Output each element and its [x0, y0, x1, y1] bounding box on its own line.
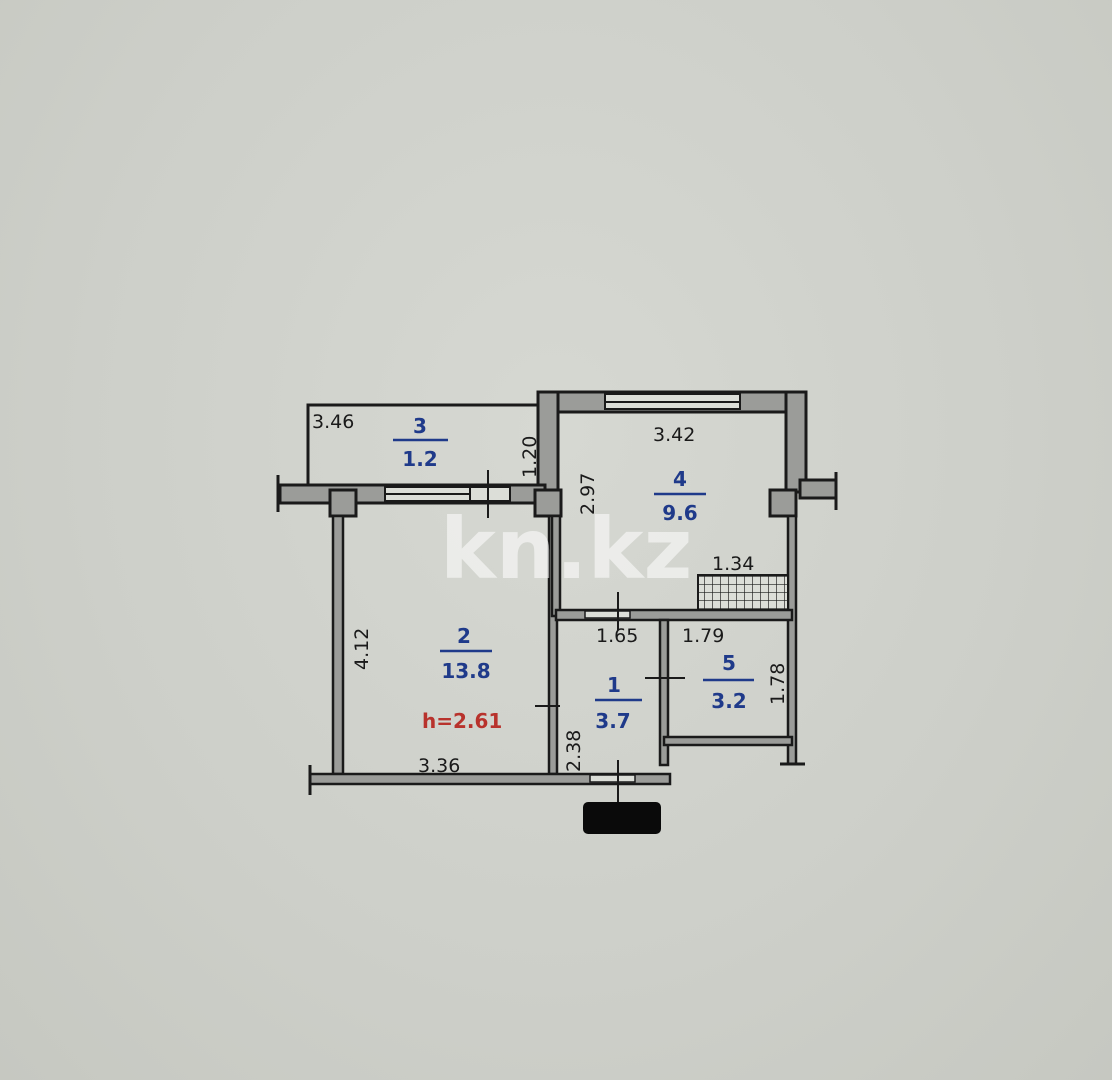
- svg-text:1: 1: [607, 673, 621, 697]
- dim-kitchen-depth: 2.97: [577, 473, 599, 515]
- watermark: kn.kz: [440, 500, 692, 598]
- dim-balcony-depth: 1.20: [519, 436, 541, 478]
- kitchen-inner-walls: [550, 514, 798, 766]
- dim-kitchen-width: 3.42: [653, 424, 695, 446]
- balcony: [306, 403, 540, 490]
- room-label-3: 3 1.2: [393, 414, 448, 471]
- room-label-2: 2 13.8: [440, 624, 492, 683]
- svg-text:13.8: 13.8: [441, 659, 490, 683]
- dim-hall-depth: 2.38: [563, 730, 585, 772]
- dim-balcony-width: 3.46: [312, 411, 354, 433]
- dim-living-width: 3.36: [418, 755, 460, 777]
- svg-text:3: 3: [413, 414, 427, 438]
- redaction-block: [583, 802, 661, 834]
- room-label-5: 5 3.2: [703, 651, 754, 713]
- dim-bath-depth: 1.78: [767, 663, 789, 705]
- kitchen-counter: [697, 574, 789, 611]
- dim-kitchen-counter: 1.34: [712, 553, 754, 575]
- columns: [328, 488, 798, 518]
- svg-text:3.2: 3.2: [711, 689, 746, 713]
- svg-text:9.6: 9.6: [662, 501, 697, 525]
- dim-hall-width: 1.65: [596, 625, 638, 647]
- room-label-1: 1 3.7: [595, 673, 642, 733]
- svg-text:1.2: 1.2: [402, 447, 437, 471]
- svg-text:4: 4: [673, 467, 687, 491]
- hall-bath-walls: [589, 618, 805, 805]
- dim-bath-width: 1.79: [682, 625, 724, 647]
- ceiling-height: h=2.61: [422, 709, 502, 733]
- svg-text:5: 5: [722, 651, 736, 675]
- room-label-4: 4 9.6: [654, 467, 706, 525]
- dim-living-depth: 4.12: [351, 628, 373, 670]
- svg-text:3.7: 3.7: [595, 709, 630, 733]
- svg-text:2: 2: [457, 624, 471, 648]
